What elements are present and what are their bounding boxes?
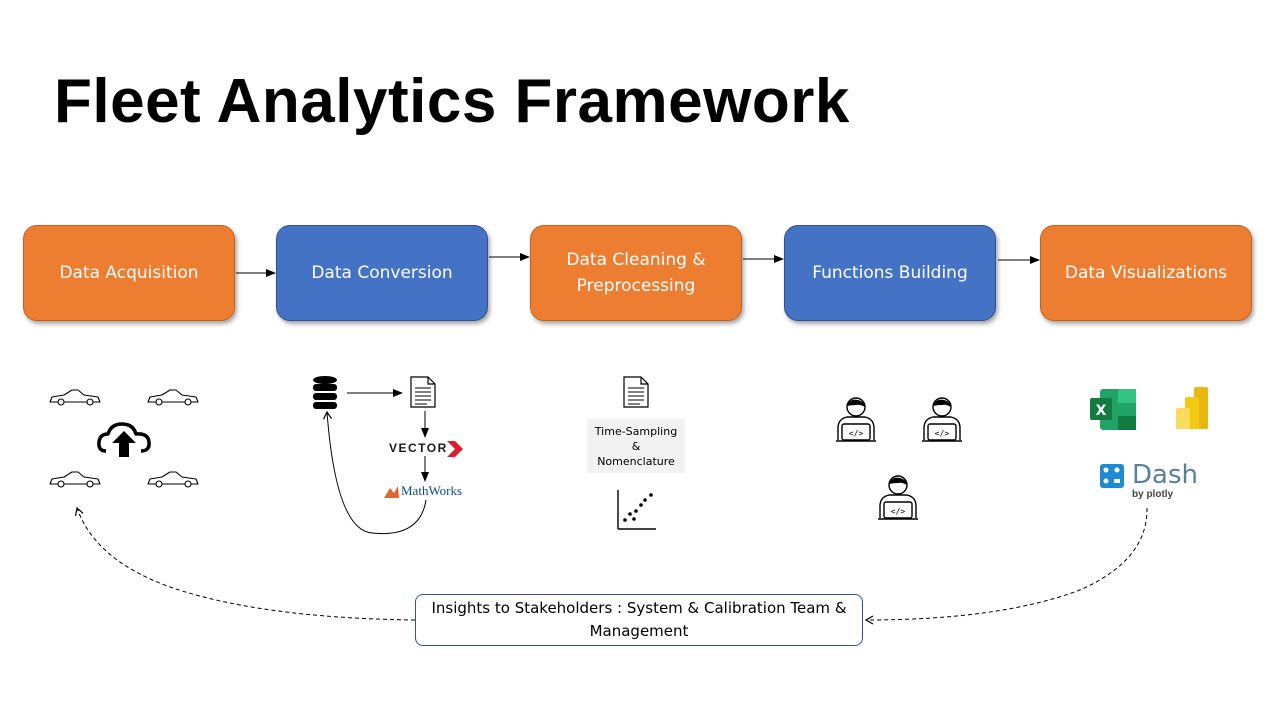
feedback-arrow-right [864, 507, 1148, 625]
stage-data-cleaning: Data Cleaning & Preprocessing [530, 225, 742, 321]
document-icon [410, 376, 436, 408]
stage-label: Data Cleaning & Preprocessing [566, 250, 706, 296]
dash-sub-label: by plotly [1132, 489, 1174, 500]
car-icon [147, 389, 199, 406]
dash-label: Dash [1132, 460, 1198, 490]
power-bi-icon [1176, 387, 1208, 429]
document-icon [623, 376, 649, 408]
scatter-plot-icon [617, 490, 656, 530]
mathworks-logo-icon [384, 486, 399, 498]
time-sampling-box: Time-Sampling & Nomenclature [587, 419, 685, 473]
insights-text: Insights to Stakeholders : System & Cali… [431, 599, 847, 640]
car-icon [49, 389, 101, 406]
step-line: Time-Sampling [594, 425, 678, 438]
slide-title: Fleet Analytics Framework [54, 67, 850, 136]
stage-functions-building: Functions Building [784, 225, 996, 321]
cloud-upload-icon [97, 422, 151, 457]
stage-label: Data Conversion [311, 263, 453, 283]
developer-icon [877, 475, 919, 520]
developer-icon [921, 397, 963, 442]
feedback-arrow-left [74, 506, 416, 621]
stage-label: Data Visualizations [1064, 263, 1228, 283]
stage-data-visualizations: Data Visualizations [1040, 225, 1252, 321]
excel-icon: X [1090, 389, 1136, 430]
insights-box: Insights to Stakeholders : System & Cali… [415, 594, 863, 646]
car-icon [49, 471, 101, 488]
vector-logo-text: VECTOR [389, 441, 448, 455]
svg-text:X: X [1096, 403, 1107, 419]
stage-label: Data Acquisition [59, 263, 199, 283]
car-icon [147, 471, 199, 488]
mathworks-logo-text: MathWorks [401, 483, 463, 498]
database-icon [313, 376, 337, 409]
stage-data-conversion: Data Conversion [276, 225, 488, 321]
vector-logo-icon [447, 441, 463, 457]
developer-icon [835, 397, 877, 442]
dash-logo-icon [1100, 464, 1124, 488]
stage-data-acquisition: Data Acquisition [23, 225, 235, 321]
step-line: Nomenclature [597, 455, 675, 468]
step-line: & [631, 440, 641, 453]
stage-label: Functions Building [812, 263, 968, 283]
